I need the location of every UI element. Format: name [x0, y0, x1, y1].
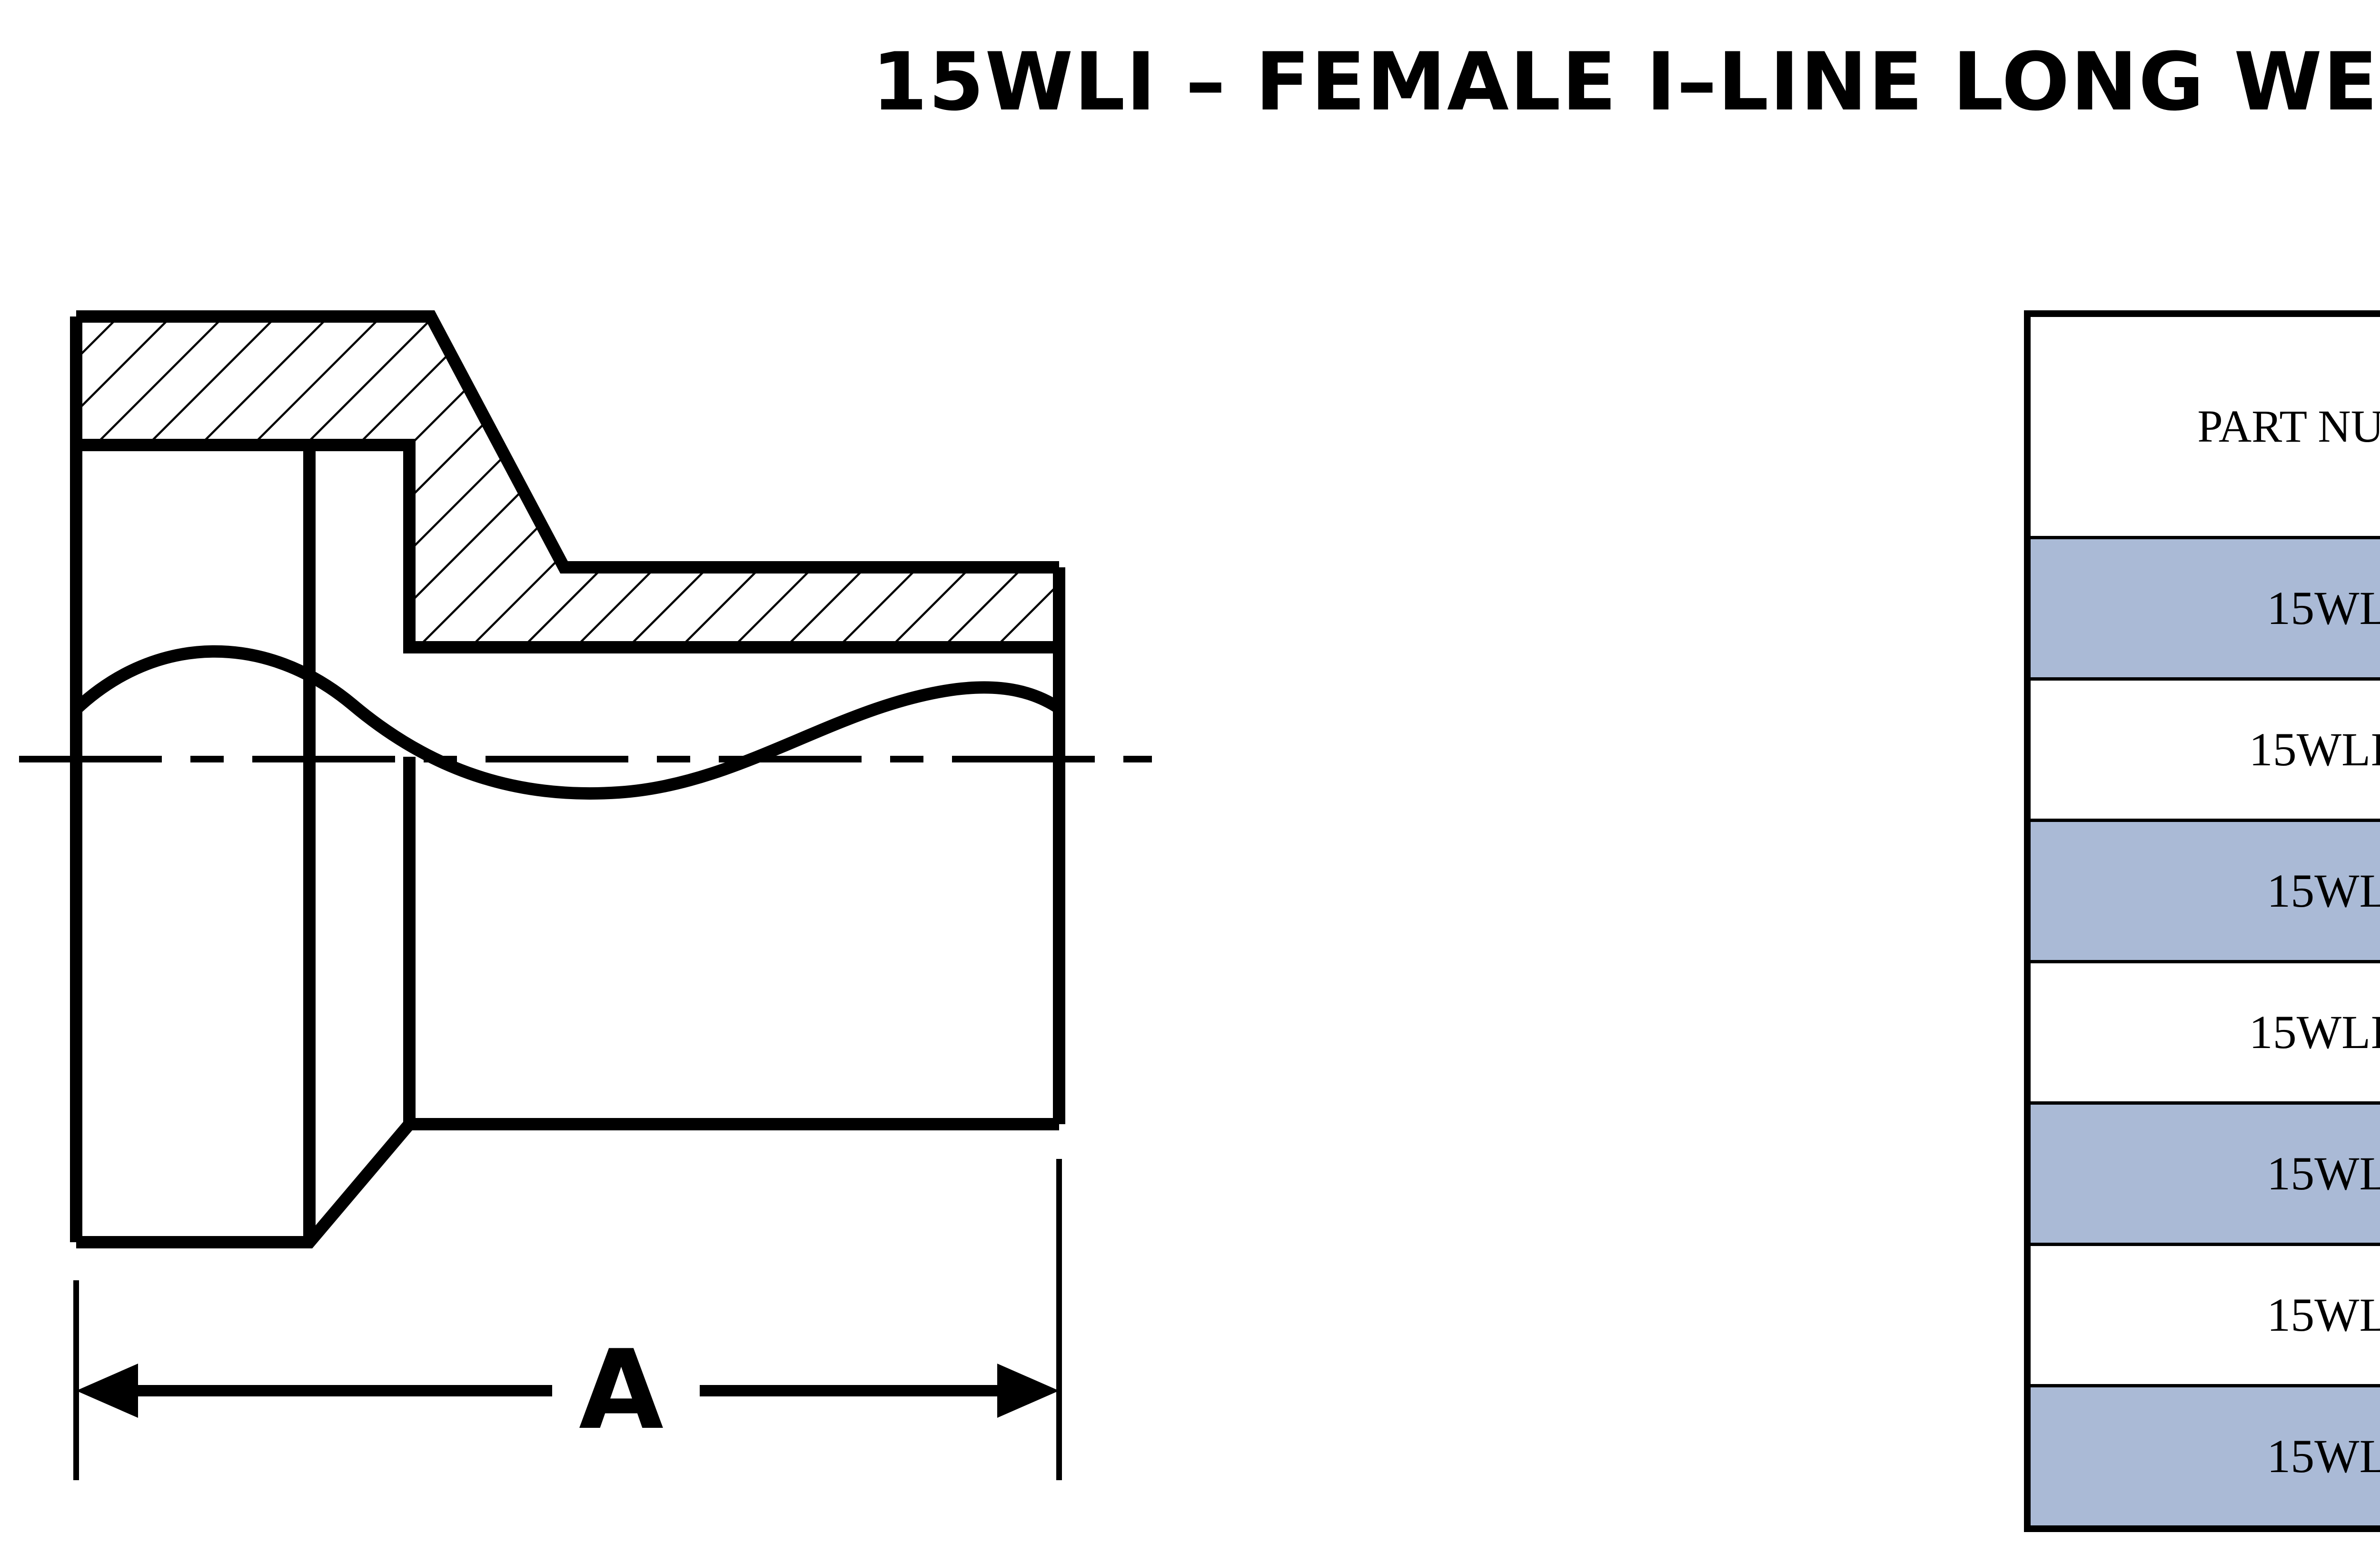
arrow-left-icon [76, 1364, 138, 1418]
page-title: 15WLI – FEMALE I–LINE LONG WELD FERRULE [872, 35, 2380, 129]
table-row[interactable]: 15WLI-1 1 1.750 [2025, 536, 2380, 681]
cell-part-number: 15WLI-4 [2025, 1243, 2380, 1387]
cell-part-number: 15WLI-2 [2025, 819, 2380, 963]
cell-part-number: 15WLI-1.5 [2025, 677, 2380, 822]
cell-part-number: 15WLI-3 [2025, 1101, 2380, 1246]
break-line-icon [70, 645, 1065, 800]
table-row[interactable]: 15WLI-2 2 2.312 [2025, 819, 2380, 963]
flange-inner-profile [76, 439, 1059, 653]
flange-bottom-chamfer [76, 1118, 1059, 1248]
table-header: PART NUMBER SIZE (inches) A (inches) [2025, 312, 2380, 539]
table-row[interactable]: 15WLI-3 3 2.688 [2025, 1101, 2380, 1246]
ferrule-geometry: A [19, 310, 1152, 1480]
flange-outer-profile [76, 310, 1059, 574]
technical-drawing: A [0, 224, 1952, 1509]
dimension-label-a: A [579, 1327, 664, 1454]
table-header-row: PART NUMBER SIZE (inches) A (inches) [2025, 312, 2380, 539]
section-hatch-icon [76, 317, 1059, 647]
table-row[interactable]: 15WLI-4 4 3.000 [2025, 1243, 2380, 1387]
table-row[interactable]: 15WLI-6 6 3.000 [2025, 1384, 2380, 1531]
ferrule-section-view: A [19, 310, 1152, 1480]
table-body: 15WLI-1 1 1.750 15WLI-1.5 1-1/2 2.031 15… [2025, 536, 2380, 1531]
column-header-part-number: PART NUMBER [2025, 312, 2380, 539]
cell-part-number: 15WLI-1 [2025, 536, 2380, 681]
spec-table: PART NUMBER SIZE (inches) A (inches) 15W… [2024, 310, 2380, 1532]
column-header-part-number-label: PART NUMBER [2197, 401, 2380, 452]
cell-part-number: 15WLI-6 [2025, 1384, 2380, 1531]
table-row[interactable]: 15WLI-1.5 1-1/2 2.031 [2025, 677, 2380, 822]
arrow-right-icon [997, 1364, 1059, 1418]
dimension-line-a [76, 1364, 1059, 1418]
table-row[interactable]: 15WLI-2.5 2-1/2 2.500 [2025, 960, 2380, 1105]
cell-part-number: 15WLI-2.5 [2025, 960, 2380, 1105]
spec-table-container: PART NUMBER SIZE (inches) A (inches) 15W… [2024, 310, 2380, 1532]
